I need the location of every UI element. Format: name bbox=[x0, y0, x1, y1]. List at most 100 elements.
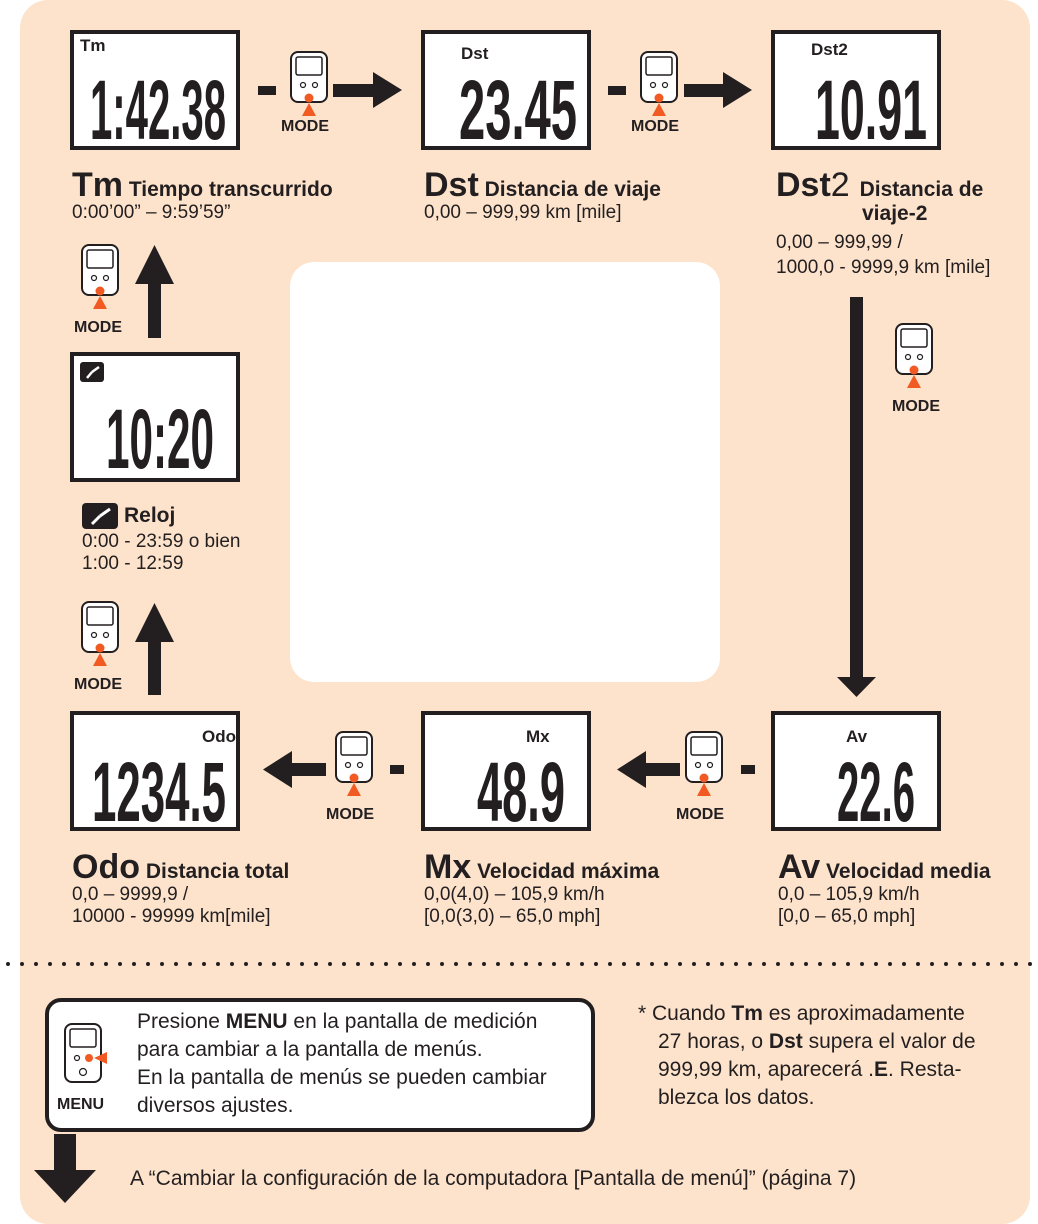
side-note-line3: 999,99 km, aparecerá .E. Resta- bbox=[638, 1056, 1018, 1084]
function-odo: Odo Distancia total 0,0 – 9999,9 / 10000… bbox=[72, 850, 289, 928]
arrow-right-head bbox=[723, 72, 752, 108]
display-tm-label: Tm bbox=[80, 36, 106, 55]
side-note: * Cuando Tm es aproximadamente 27 horas,… bbox=[638, 1000, 1018, 1112]
mode-button-icon: MODE bbox=[74, 243, 124, 343]
display-dst: Dst 23.45 bbox=[421, 30, 591, 150]
display-tm-frame bbox=[70, 30, 240, 150]
arrow-down-head bbox=[837, 677, 876, 697]
device-icon bbox=[640, 51, 678, 116]
side-note-text: 27 horas, o bbox=[658, 1030, 769, 1053]
side-note-text: . Resta- bbox=[887, 1058, 962, 1081]
function-dst-name: Distancia de viaje bbox=[484, 178, 661, 201]
side-note-text: es aproximadamente bbox=[762, 1002, 965, 1025]
display-dst-frame bbox=[421, 30, 591, 150]
side-note-line1: * Cuando Tm es aproximadamente bbox=[638, 1000, 1018, 1028]
display-dst2-value: 10.91 bbox=[815, 65, 927, 145]
display-av-digits: 22.6 bbox=[837, 749, 915, 829]
clock-icon bbox=[82, 503, 118, 529]
display-odo-digits: 1234.5 bbox=[92, 749, 226, 829]
device-icon bbox=[335, 731, 373, 796]
display-dst-value: 23.45 bbox=[459, 65, 577, 145]
function-odo-title: Odo Distancia total bbox=[72, 850, 289, 884]
mode-label: MODE bbox=[676, 806, 724, 823]
arrow-right-head bbox=[373, 72, 402, 108]
mode-button-icon: MODE bbox=[631, 50, 683, 140]
mode-label: MODE bbox=[326, 806, 374, 823]
arrow-up-head bbox=[135, 245, 174, 284]
menu-note-text: Presione MENU en la pantalla de medición… bbox=[137, 1008, 587, 1120]
display-dst-label: Dst bbox=[461, 44, 489, 63]
function-mx-title: Mx Velocidad máxima bbox=[424, 850, 659, 884]
arrow-dash bbox=[608, 86, 626, 95]
function-dst2-name-2: viaje-2 bbox=[862, 202, 928, 225]
function-odo-range-1: 0,0 – 9999,9 / bbox=[72, 884, 189, 905]
arrow-dash bbox=[741, 765, 755, 774]
display-tm: Tm 1:42.38 bbox=[70, 30, 240, 150]
mode-label: MODE bbox=[631, 118, 679, 135]
menu-label: MENU bbox=[57, 1096, 105, 1113]
device-icon bbox=[81, 601, 119, 666]
display-odo-value: 1234.5 bbox=[92, 749, 226, 829]
function-av-abbr: Av bbox=[778, 848, 821, 886]
function-dst2-range-2: 1000,0 - 9999,9 km [mile] bbox=[776, 257, 991, 278]
function-odo-abbr: Odo bbox=[72, 848, 140, 886]
function-av-title: Av Velocidad media bbox=[778, 850, 991, 884]
mode-label: MODE bbox=[74, 676, 122, 693]
display-mx-frame bbox=[421, 711, 591, 831]
function-tm-abbr: Tm bbox=[72, 166, 123, 204]
display-av-frame bbox=[771, 711, 941, 831]
arrow-right-shaft bbox=[333, 84, 375, 97]
function-mx: Mx Velocidad máxima 0,0(4,0) – 105,9 km/… bbox=[424, 850, 659, 928]
arrow-up-head bbox=[135, 603, 174, 642]
function-dst-range: 0,00 – 999,99 km [mile] bbox=[424, 202, 622, 223]
mode-label: MODE bbox=[74, 319, 122, 336]
arrow-up-shaft bbox=[148, 640, 161, 695]
menu-note-text-post: en la pantalla de medición bbox=[287, 1010, 538, 1033]
menu-note-line2: para cambiar a la pantalla de menús. bbox=[137, 1038, 483, 1061]
function-clock-title: Reloj bbox=[82, 503, 240, 529]
function-clock: Reloj 0:00 - 23:59 o bien 1:00 - 12:59 bbox=[82, 503, 240, 575]
menu-note-line3: En la pantalla de menús se pueden cambia… bbox=[137, 1066, 547, 1089]
display-dst2: Dst2 10.91 bbox=[771, 30, 941, 150]
blank-center-panel bbox=[290, 262, 720, 682]
display-odo-frame bbox=[70, 711, 240, 831]
side-note-text: * Cuando bbox=[638, 1002, 732, 1025]
side-note-keyword: E bbox=[873, 1058, 888, 1081]
side-note-keyword: Tm bbox=[731, 1002, 763, 1025]
display-dst2-digits: 10.91 bbox=[815, 65, 927, 145]
function-clock-range-2: 1:00 - 12:59 bbox=[82, 553, 184, 574]
function-odo-name: Distancia total bbox=[145, 860, 290, 883]
menu-note-line1: Presione MENU en la pantalla de medición bbox=[137, 1008, 587, 1036]
side-note-line2: 27 horas, o Dst supera el valor de bbox=[638, 1028, 1018, 1056]
clock-icon bbox=[80, 362, 104, 382]
menu-note-box: MENU Presione MENU en la pantalla de med… bbox=[45, 998, 595, 1132]
mode-button-icon: MODE bbox=[74, 600, 124, 700]
function-av-range-2: [0,0 – 65,0 mph] bbox=[778, 906, 916, 927]
function-dst2-name-1: Distancia de bbox=[859, 178, 984, 201]
function-av-name: Velocidad media bbox=[826, 860, 991, 883]
arrow-dash bbox=[258, 86, 276, 95]
function-dst-abbr: Dst bbox=[424, 166, 479, 204]
arrow-up-shaft bbox=[148, 283, 161, 338]
function-dst2-suffix: 2 bbox=[830, 166, 850, 204]
display-mx-value: 48.9 bbox=[477, 749, 565, 829]
device-menu-icon bbox=[64, 1023, 107, 1083]
display-clock-digits: 10:20 bbox=[106, 392, 214, 477]
function-mx-abbr: Mx bbox=[424, 848, 472, 886]
menu-note-line4: diversos ajustes. bbox=[137, 1094, 294, 1117]
display-dst-digits: 23.45 bbox=[459, 65, 577, 145]
device-icon bbox=[685, 731, 723, 796]
arrow-left-shaft bbox=[644, 763, 680, 776]
display-av: Av 22.6 bbox=[771, 711, 941, 831]
arrow-left-head bbox=[617, 751, 646, 788]
menu-note-text-pre: Presione bbox=[137, 1010, 226, 1033]
mode-button-icon: MODE bbox=[281, 50, 333, 140]
device-icon bbox=[81, 244, 119, 309]
function-clock-name: Reloj bbox=[124, 504, 176, 527]
function-av: Av Velocidad media 0,0 – 105,9 km/h [0,0… bbox=[778, 850, 991, 928]
function-clock-range-1: 0:00 - 23:59 o bien bbox=[82, 531, 241, 552]
footer-page-reference[interactable]: A “Cambiar la configuración de la comput… bbox=[130, 1167, 857, 1190]
mode-button-icon: MODE bbox=[326, 730, 378, 830]
